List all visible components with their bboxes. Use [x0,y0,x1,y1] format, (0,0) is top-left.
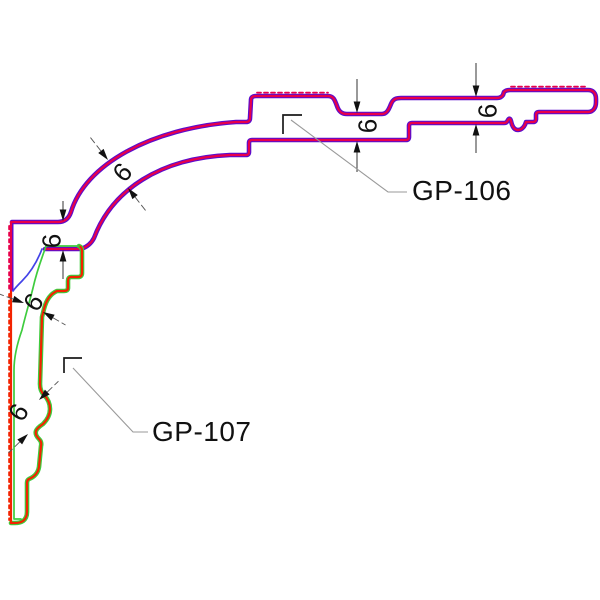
dimension-value: 6 [472,104,502,118]
leader-line [290,119,407,193]
dim-arrow-group [8,434,28,454]
arrow-left-icon [43,312,55,321]
dim-arrow-group [89,136,108,160]
dim-arrow-group [353,79,361,113]
dimension-right-flat: 6 [472,63,502,153]
arrow-up-icon [353,141,361,153]
dim-arrow-group [39,380,59,400]
gp107-inner-line [8,243,85,526]
arrow-up-icon [17,434,28,445]
dimension-value: 6 [352,119,382,133]
dim-tail [89,136,102,152]
callout-label: GP-107 [152,416,252,447]
dim-tail [52,317,66,326]
gp107-hidden-back-spline [13,245,47,520]
dim-arrow-group [472,124,480,153]
arrow-up-icon [128,188,138,200]
gp107-outline [9,244,84,525]
arrow-down-icon [472,85,480,97]
arrow-up-icon [472,124,480,136]
dim-tail [46,380,59,393]
dim-tail [0,293,14,300]
corner-mark-icon [63,357,82,373]
dim-tail [8,441,21,454]
dim-arrow-group [59,250,67,279]
callout-label: GP-106 [412,175,512,206]
arrow-down-icon [353,101,361,113]
arrow-down-icon [39,389,50,400]
dimension-valley: 6 [352,79,382,172]
gp107-profile [8,243,85,526]
dimension-left-end: 6 [36,201,67,279]
dimension-value: 6 [2,398,35,426]
dim-tail [134,196,147,212]
dim-arrow-group [472,63,480,97]
arrow-down-icon [98,148,108,160]
dim-arrow-group [59,201,67,221]
gp106-hidden-corner-curve [12,248,43,292]
leader-line [72,367,148,433]
dim-arrow-group [0,293,24,303]
gp106-profile [8,85,599,294]
corner-mark-icon [282,114,302,134]
callout-gp106: GP-106 [282,114,512,206]
arrow-up-icon [59,250,67,262]
arrow-down-icon [59,209,67,221]
dimension-value: 6 [36,234,66,248]
dim-arrow-group [128,188,147,212]
dim-arrow-group [43,312,66,326]
callout-gp107: GP-107 [63,357,252,447]
gp106-outline [10,88,598,251]
arrow-right-icon [12,295,24,303]
